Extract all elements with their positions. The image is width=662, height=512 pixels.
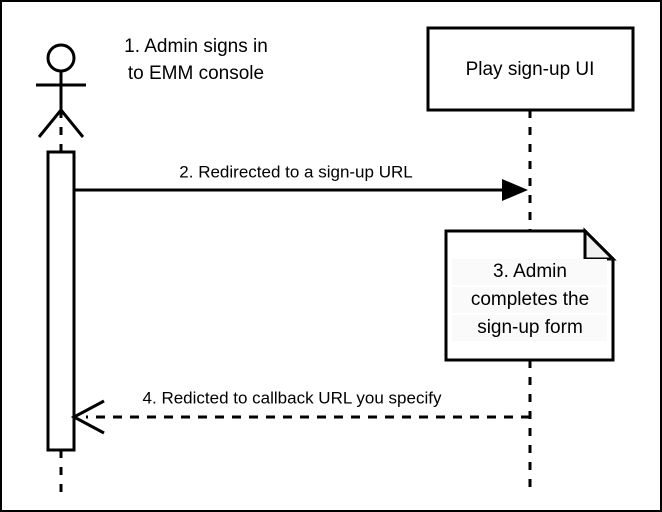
actor-head-icon (46, 43, 76, 73)
note-text-bg-line-2 (452, 287, 607, 313)
step-1-label-line-1: 1. Admin signs in (124, 36, 268, 57)
participant-label-play-signup-ui: Play sign-up UI (466, 59, 595, 80)
participant-box-play-signup-ui[interactable] (426, 26, 635, 112)
actor-right-leg-line (59, 109, 85, 138)
step-3-note-line-3: sign-up form (477, 317, 583, 338)
step-2-message-label: 2. Redirected to a sign-up URL (179, 162, 412, 181)
note-text-bg-line-1 (452, 259, 607, 285)
step-3-note-line-2: completes the (471, 289, 589, 310)
step-2-arrowhead-filled-icon (502, 179, 528, 201)
step-4-message-label: 4. Redicted to callback URL you specify (143, 388, 442, 407)
note-fold-corner-overlay-icon (583, 227, 617, 261)
actor-stick-figure-icon (36, 43, 86, 138)
step-3-note-line-1: 3. Admin (493, 261, 567, 282)
step-4-arrowhead-open-icon (70, 399, 105, 435)
actor-left-leg-line (37, 109, 63, 138)
step-1-label-line-2: to EMM console (128, 63, 264, 84)
actor-activation-bar (46, 150, 76, 452)
note-text-bg-line-3 (452, 315, 607, 341)
